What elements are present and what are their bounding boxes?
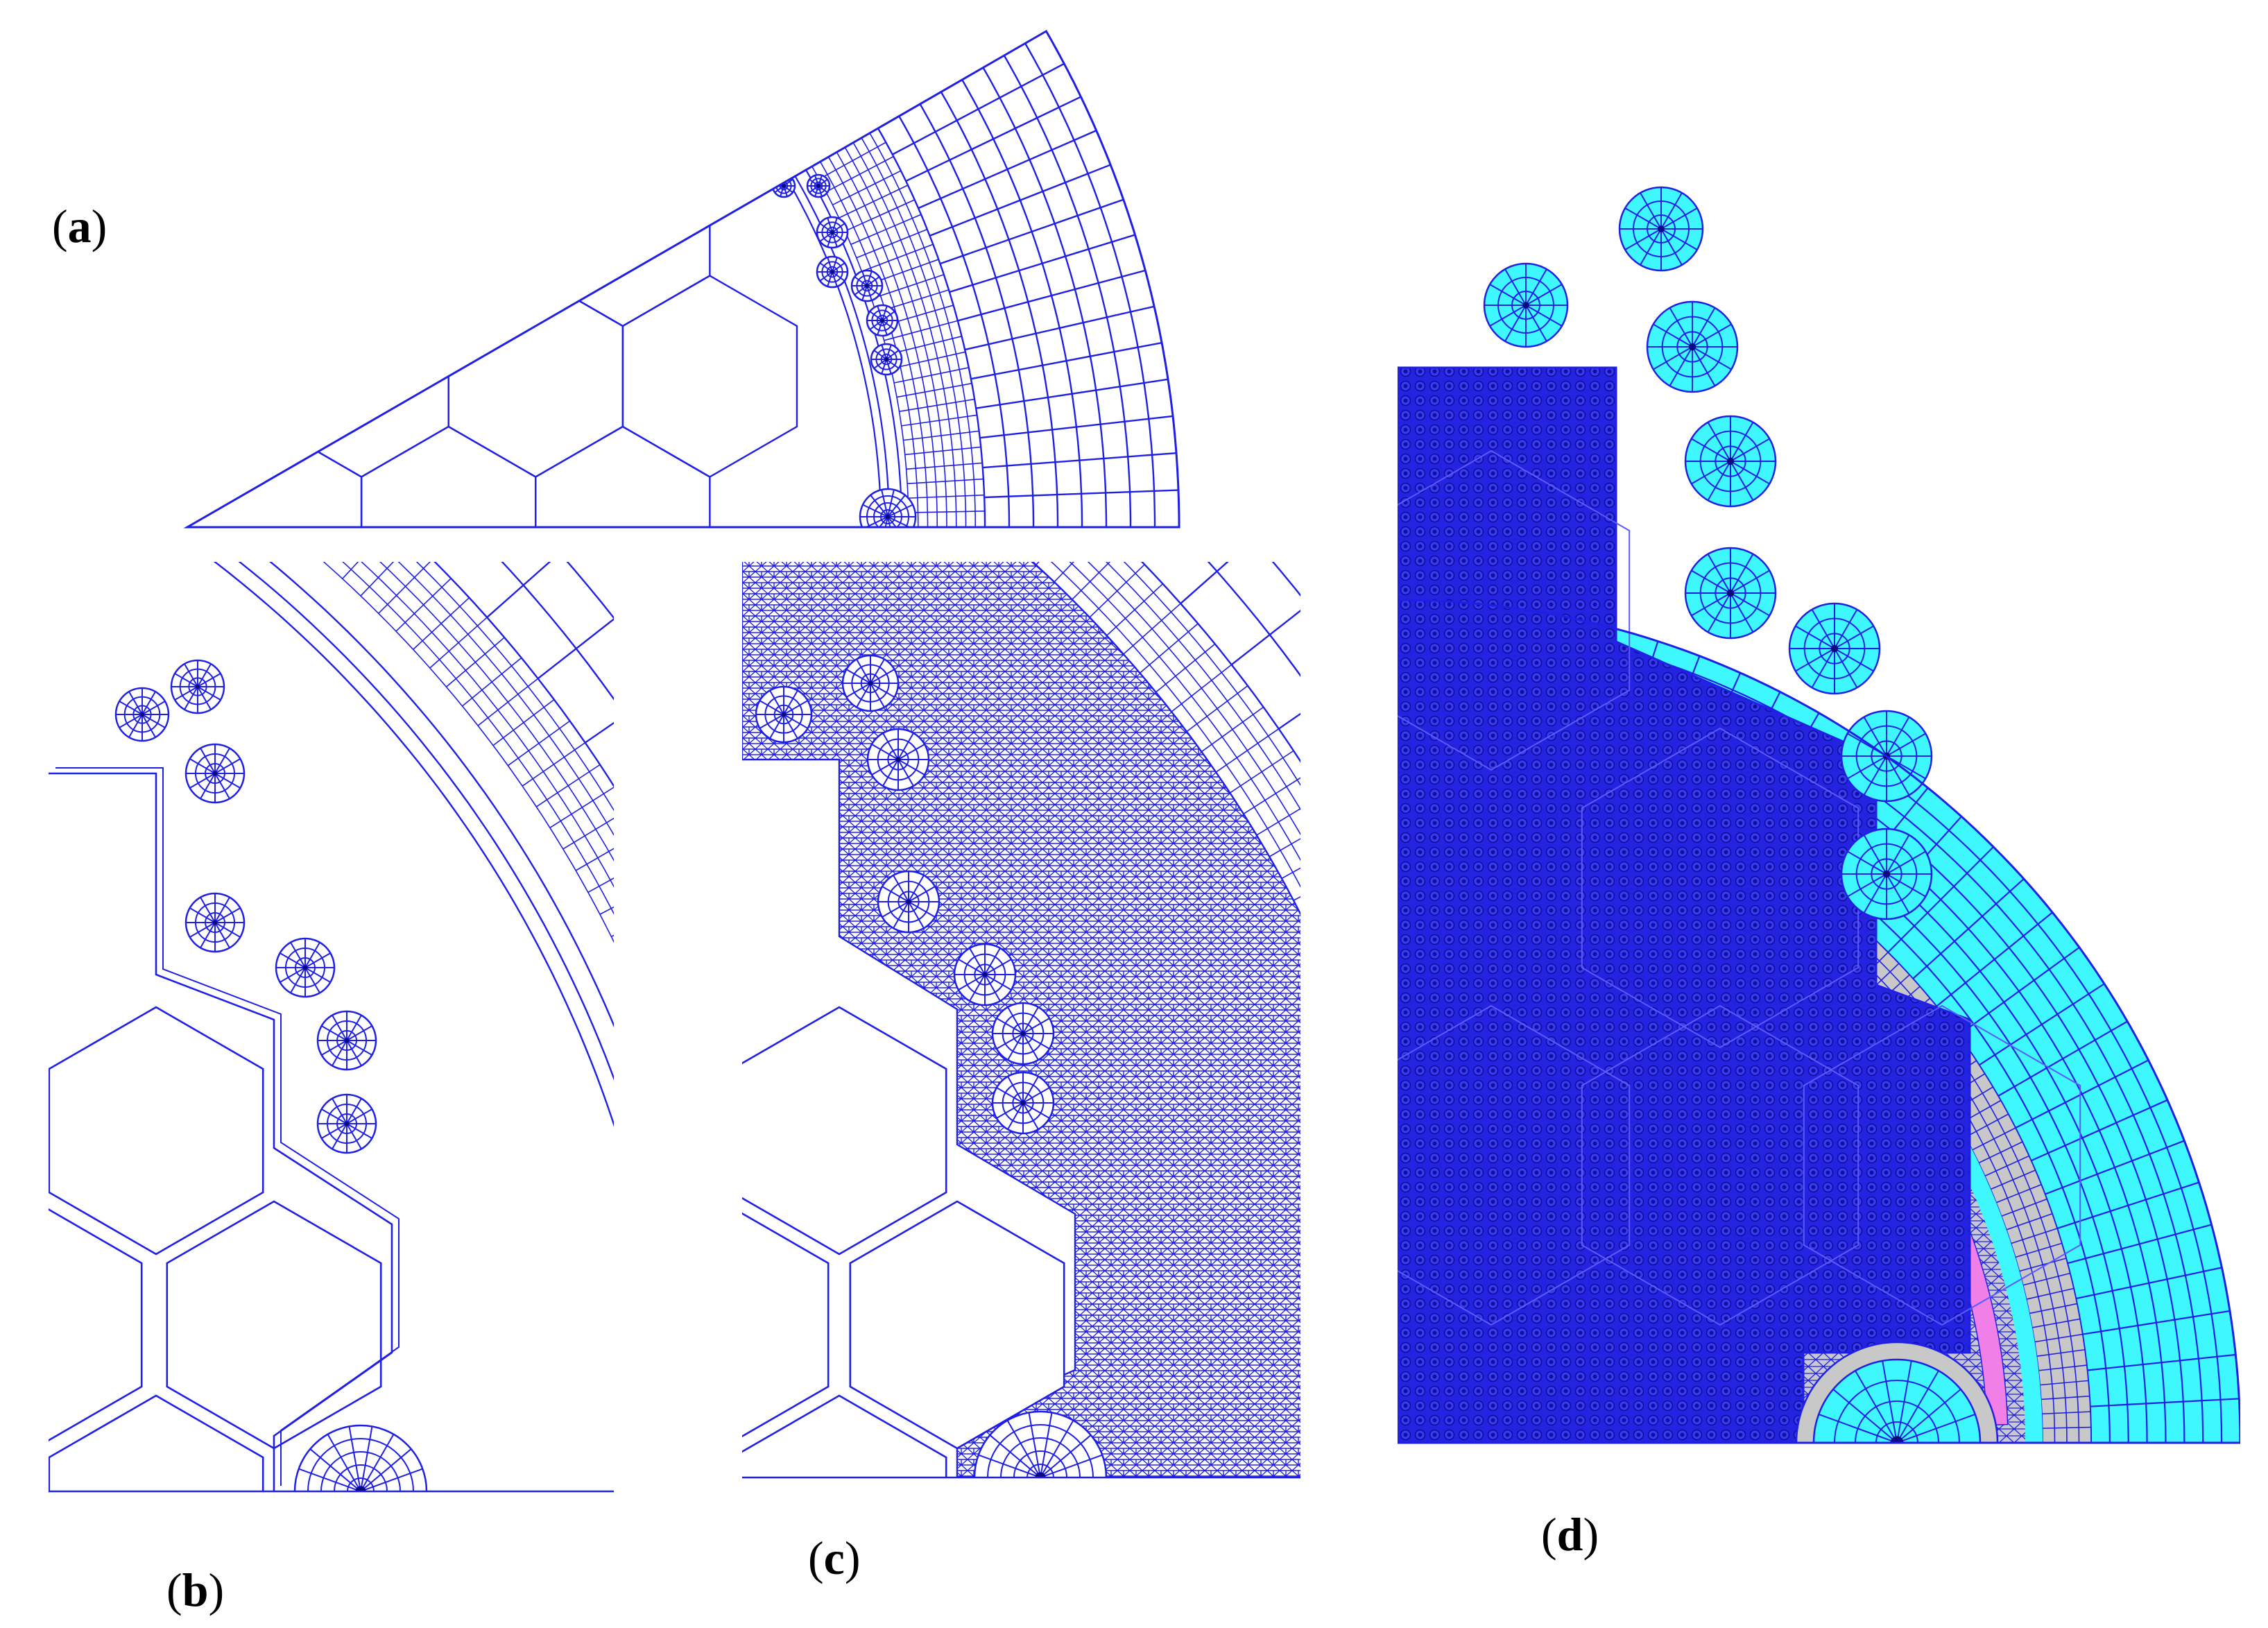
reflector-grid [811,128,986,527]
fuel-assemblies [49,1006,382,1491]
control-rod-cell [275,937,336,998]
panel-d-clipped [1398,24,2240,1443]
hex-assembly [49,1200,143,1450]
control-rod-cell [859,488,917,527]
panel-label-b: (b) [166,1563,225,1616]
control-rod-cell [973,1410,1108,1477]
hex-assembly [187,123,363,327]
control-rod-cell [316,1010,377,1071]
hex-assembly [742,1006,947,1256]
control-rod-cell [1840,828,1933,920]
control-rod-cell [1812,1358,1982,1443]
panel-b-mesh [49,562,614,1493]
panel-c-mesh [742,562,1300,1479]
control-rod-cell [866,728,930,791]
control-rod-cell [870,343,903,376]
hex-assembly [849,1200,1065,1450]
hex-assembly [447,31,624,176]
control-rod-cell [816,255,849,289]
reflector-grid [742,562,1300,1477]
control-rod-cell [1646,300,1739,393]
panel-label-a: (a) [52,200,108,252]
hex-assembly [742,1394,947,1477]
control-rod-cell [1618,186,1704,272]
hex-assembly [1398,1004,1631,1326]
hex-assembly [1581,1004,1859,1326]
triangulated-mesh [742,562,1300,1477]
control-rod-cell [114,687,170,742]
control-rod-cell [866,304,899,337]
hex-assembly [360,123,537,327]
control-rod-cell [170,659,225,714]
hex-assembly [742,1200,830,1450]
control-rod-cell [1684,415,1777,508]
control-rod-cell [806,173,831,198]
panel-c-clipped [742,562,1300,1477]
control-rod-cell [1788,602,1881,695]
panel-d-mesh [1398,24,2240,1444]
control-rod-cell [877,870,940,934]
control-rod-cell [850,269,884,302]
control-rod-cell [755,685,813,744]
control-rod-cell [293,1424,428,1491]
control-rod-cell [184,892,246,953]
panel-a-clipped [187,31,1179,527]
hex-assembly [49,1394,264,1491]
core-region [1398,366,1971,1443]
hex-assembly [1398,449,1631,771]
control-rod-cell [953,943,1017,1006]
control-rod-cell [1684,547,1777,640]
hex-assembly [187,31,275,176]
control-rod-cell [991,1002,1055,1065]
control-rod-cell [816,216,849,249]
fuel-assemblies [1398,449,2081,1326]
hex-assembly [49,1006,264,1256]
hex-assembly [1581,727,1859,1049]
control-rod-cell [841,654,900,712]
hex-assembly [187,275,275,478]
control-rod-cell [184,743,246,804]
control-rod-cell [991,1071,1055,1135]
panel-a-mesh [183,29,1180,529]
hex-assembly [1803,1004,2081,1326]
hex-assembly [273,31,449,176]
control-rod-cell [1483,262,1569,348]
reflector-grid [49,562,614,1491]
fuel-assemblies [742,1006,1065,1477]
control-rod-cell [316,1093,377,1154]
panel-label-c: (c) [808,1532,861,1584]
hex-assembly [166,1200,382,1450]
panel-b-clipped [49,562,614,1491]
panel-label-d: (d) [1541,1508,1599,1561]
